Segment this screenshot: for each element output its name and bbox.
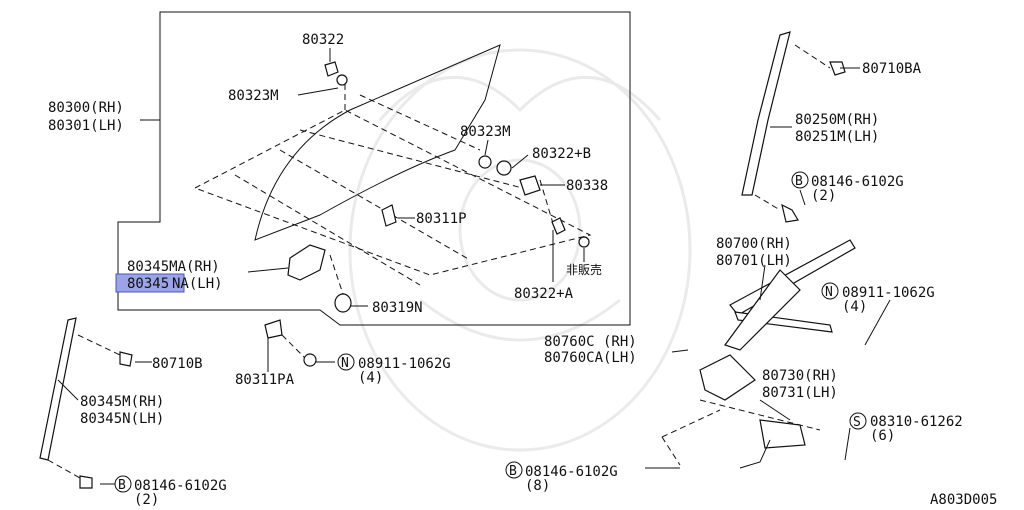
part-label-80301[interactable]: 80301(LH) [48, 118, 124, 134]
leader-lines-right [645, 67, 891, 469]
part-label-80700[interactable]: 80700(RH) [716, 236, 792, 252]
qty-08146-c: (8) [525, 478, 550, 494]
glass-assembly-frame [117, 11, 631, 326]
badge-n-letter: N [825, 285, 833, 300]
part-label-08146-c[interactable]: 08146-6102G [525, 464, 618, 480]
part-label-80338[interactable]: 80338 [566, 178, 608, 194]
part-label-80710ba[interactable]: 80710BA [862, 61, 922, 77]
part-label-80250m[interactable]: 80250M(RH) [795, 112, 879, 128]
qty-08310: (6) [870, 428, 895, 444]
part-label-08146-b[interactable]: 08146-6102G [811, 174, 904, 190]
qty-08146-b: (2) [811, 188, 836, 204]
part-label-08146-a[interactable]: 08146-6102G [134, 478, 227, 494]
badge-b-2: B [791, 171, 809, 189]
part-label-80730[interactable]: 80730(RH) [762, 368, 838, 384]
qty-08911-b: (4) [842, 299, 867, 315]
part-label-80323m[interactable]: 80323M [228, 88, 279, 104]
part-label-80300[interactable]: 80300(RH) [48, 100, 124, 116]
part-label-08310[interactable]: 08310-61262 [870, 414, 963, 430]
part-label-80345m[interactable]: 80345M(RH) [80, 394, 164, 410]
badge-b-letter: B [509, 464, 517, 479]
badge-b-letter: B [118, 478, 126, 493]
watermark-emblem [348, 48, 692, 452]
part-label-80760ca[interactable]: 80760CA(LH) [544, 350, 637, 366]
qty-08911-a: (4) [358, 370, 383, 386]
badge-n-1: N [337, 353, 355, 371]
part-label-80322a[interactable]: 80322+A [514, 286, 574, 302]
badge-b-1: B [114, 475, 132, 493]
part-label-80311pa[interactable]: 80311PA [235, 372, 295, 388]
part-label-80701[interactable]: 80701(LH) [716, 253, 792, 269]
part-label-80345ma[interactable]: 80345MA(RH) [127, 259, 220, 275]
leader-lines-left [57, 338, 335, 485]
part-label-80311p[interactable]: 80311P [416, 211, 467, 227]
badge-b-3: B [505, 461, 523, 479]
rear-sash-channel [39, 317, 317, 489]
badge-b-letter: B [795, 174, 803, 189]
front-sash-channel [741, 31, 846, 223]
badge-s-letter: S [853, 415, 861, 430]
leader-lines-glass [140, 48, 585, 307]
part-label-80323m-b[interactable]: 80323M [460, 124, 511, 140]
badge-n-letter: N [341, 356, 349, 371]
window-regulator [661, 239, 856, 469]
part-label-08911-b[interactable]: 08911-1062G [842, 285, 935, 301]
part-label-80251m[interactable]: 80251M(LH) [795, 129, 879, 145]
qty-08146-a: (2) [134, 492, 159, 508]
door-glass [254, 44, 501, 241]
part-label-80345na-code[interactable]: 80345 [127, 276, 169, 292]
part-label-80319n[interactable]: 80319N [372, 300, 423, 316]
part-label-80710b[interactable]: 80710B [152, 356, 203, 372]
part-label-80322[interactable]: 80322 [302, 32, 344, 48]
badge-n-2: N [821, 282, 839, 300]
part-label-80345na-suffix[interactable]: NA(LH) [172, 276, 223, 292]
part-label-80322b[interactable]: 80322+B [532, 146, 591, 162]
badge-s-1: S [849, 412, 867, 430]
part-label-80731[interactable]: 80731(LH) [762, 385, 838, 401]
not-for-sale-label: 非販売 [566, 262, 602, 277]
glass-small-parts [287, 61, 590, 313]
highlight-box [115, 273, 185, 293]
part-label-80345n[interactable]: 80345N(LH) [80, 411, 164, 427]
part-label-08911-a[interactable]: 08911-1062G [358, 356, 451, 372]
part-label-80760c[interactable]: 80760C (RH) [544, 334, 637, 350]
diagram-code: A803D005 [930, 492, 997, 508]
